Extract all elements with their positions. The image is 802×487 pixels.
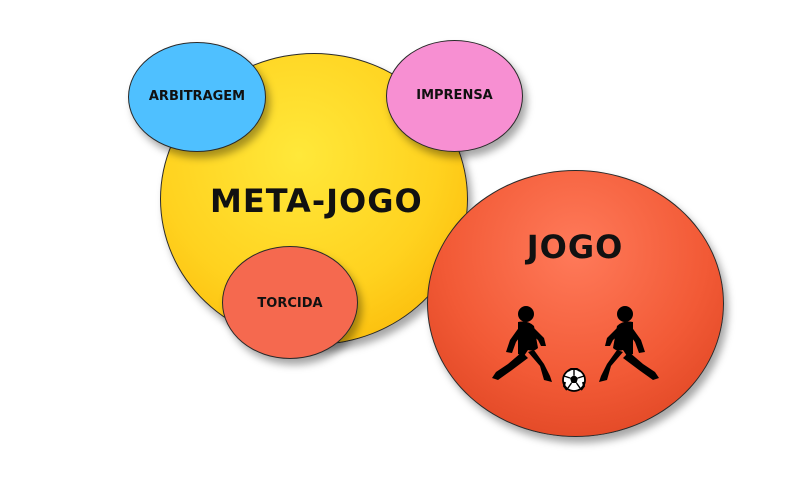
- meta-jogo-label: META-JOGO: [210, 182, 423, 220]
- torcida-label: TORCIDA: [257, 296, 323, 311]
- jogo-circle: [427, 170, 724, 437]
- player-silhouette-icon: [599, 306, 659, 382]
- arbitragem-circle: [128, 42, 266, 152]
- arbitragem-label: ARBITRAGEM: [148, 89, 246, 104]
- imprensa-circle: [386, 40, 523, 152]
- player-silhouette-icon: [492, 306, 552, 382]
- players-illustration: [492, 306, 659, 392]
- jogo-label: JOGO: [526, 228, 624, 266]
- imprensa-label: IMPRENSA: [416, 88, 493, 103]
- torcida-circle: [222, 246, 358, 359]
- soccer-ball-icon: [562, 368, 586, 392]
